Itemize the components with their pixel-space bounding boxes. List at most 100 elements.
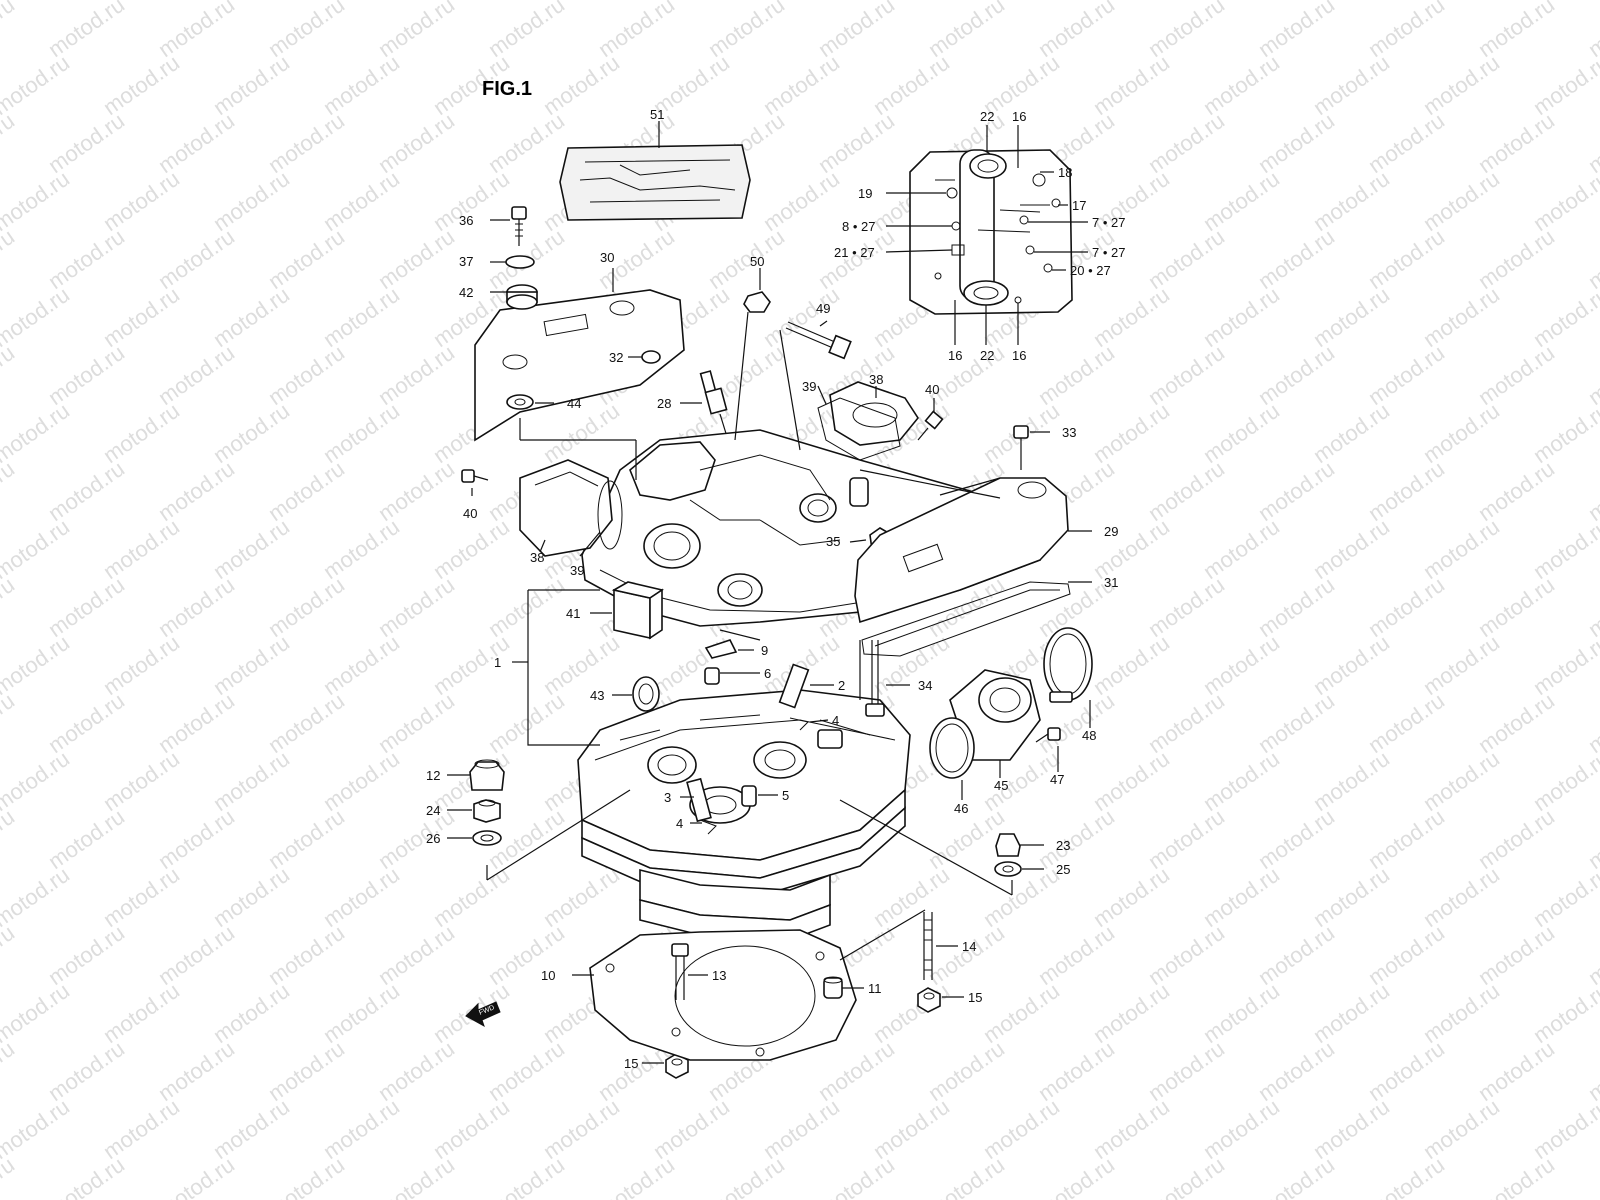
part-11-dowel [823,976,843,999]
part-3-valve-guide [686,777,712,823]
watermark-text: motod.ru [0,456,19,526]
watermark-text: motod.ru [0,514,74,584]
part-32-cap [641,350,661,364]
callout-46: 46 [954,801,968,816]
callout-3: 3 [664,790,671,805]
callout-11: 11 [868,981,882,996]
callout-35: 35 [826,534,840,549]
watermark-text: motod.ru [0,978,74,1048]
callout-34: 34 [918,678,932,693]
watermark-text: motod.ru [0,108,19,178]
watermark-text: motod.ru [1529,978,1600,1048]
watermark-text: motod.ru [1529,630,1600,700]
watermark-text: motod.ru [1254,1152,1339,1200]
watermark-text: motod.ru [44,1152,129,1200]
part-31-gasket [861,581,1071,657]
callout-7-27-a: 7 • 27 [1092,215,1125,230]
callout-20-27: 20 • 27 [1070,263,1111,278]
callout-32: 32 [609,350,623,365]
callout-22-top: 22 [980,109,994,124]
callout-18: 18 [1058,165,1072,180]
watermark-text: motod.ru [0,688,19,758]
callout-12: 12 [426,768,440,783]
part-51-cover-pad [559,144,751,221]
callout-28: 28 [657,396,671,411]
callout-4-lower: 4 [676,816,683,831]
callout-19: 19 [858,186,872,201]
watermark-text: motod.ru [1584,1152,1600,1200]
watermark-text: motod.ru [1474,1152,1559,1200]
callout-8-27: 8 • 27 [842,219,875,234]
watermark-text: motod.ru [1529,1094,1600,1164]
part-26-washer [472,830,502,846]
callout-47: 47 [1050,772,1064,787]
watermark-text: motod.ru [0,0,19,62]
part-33-bolt [1013,425,1029,470]
watermark-text: motod.ru [264,1152,349,1200]
watermark-text: motod.ru [0,1036,19,1106]
part-14-stud [923,912,933,980]
part-39-oring-upper [817,397,901,461]
watermark-text: motod.ru [0,50,74,120]
watermark-text: motod.ru [0,572,19,642]
callout-22-bottom: 22 [980,348,994,363]
watermark-text: motod.ru [1529,746,1600,816]
part-10-head-gasket [589,929,857,1061]
part-50-nut [743,291,771,313]
callout-16-top: 16 [1012,109,1026,124]
part-23-cap [995,833,1021,857]
callout-17: 17 [1072,198,1086,213]
part-42-grommet [506,284,538,310]
callout-39-upper: 39 [802,379,816,394]
callout-21-27: 21 • 27 [834,245,875,260]
watermark-text: motod.ru [0,282,74,352]
part-40-bolt-upper [917,410,944,441]
callout-24: 24 [426,803,440,818]
watermark-text: motod.ru [814,1152,899,1200]
figure-title: FIG.1 [482,78,532,100]
part-30-side-cover [474,289,685,442]
watermark-text: motod.ru [484,1152,569,1200]
callout-29: 29 [1104,524,1118,539]
cylinder-head [577,689,911,941]
callout-26: 26 [426,831,440,846]
watermark-text: motod.ru [1529,282,1600,352]
callout-42: 42 [459,285,473,300]
watermark-text: motod.ru [1529,514,1600,584]
part-13-stud [671,943,689,1000]
callout-50: 50 [750,254,764,269]
callout-38-upper: 38 [869,372,883,387]
part-38-cap-left [519,459,613,557]
callout-36: 36 [459,213,473,228]
watermark-text: motod.ru [1529,862,1600,932]
watermark-text: motod.ru [0,920,19,990]
part-5-seal [741,785,757,807]
part-41-block [611,581,664,640]
callout-30: 30 [600,250,614,265]
watermark-text: motod.ru [0,1152,19,1200]
callout-7-27-b: 7 • 27 [1092,245,1125,260]
part-34-bolt [865,640,885,717]
callout-48: 48 [1082,728,1096,743]
part-37-washer [505,255,535,269]
callout-43: 43 [590,688,604,703]
callout-33: 33 [1062,425,1076,440]
part-24-nut [473,799,501,823]
callout-49: 49 [816,301,830,316]
watermark-text: motod.ru [1529,398,1600,468]
part-46-oring [929,717,975,779]
callout-1: 1 [494,655,501,670]
part-12-cap [469,759,505,791]
watermark-text: motod.ru [0,862,74,932]
part-36-bolt [511,206,527,246]
watermark-text: motod.ru [0,630,74,700]
part-4-clip-a [789,717,809,731]
part-38-cap-upper [829,381,919,446]
part-48-clamp [1043,627,1093,703]
watermark-text: motod.ru [1529,50,1600,120]
callout-25: 25 [1056,862,1070,877]
watermark-text: motod.ru [1034,1152,1119,1200]
callout-2: 2 [838,678,845,693]
part-44-washer [506,394,534,410]
